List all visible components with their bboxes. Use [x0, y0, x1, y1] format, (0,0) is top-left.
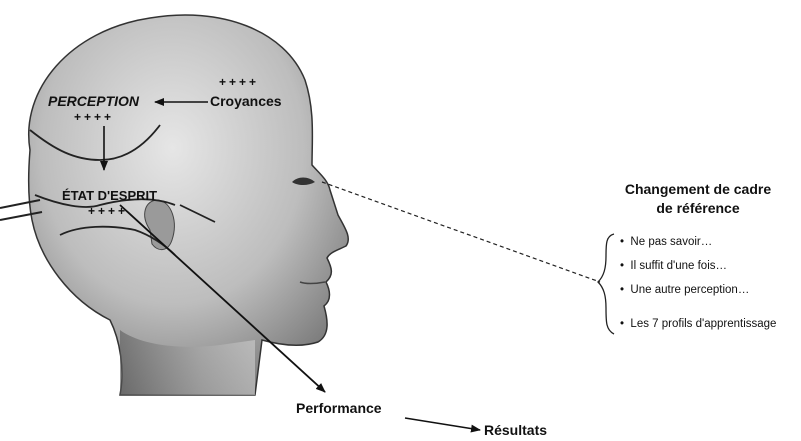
panel-title-line2: de référence — [600, 199, 796, 218]
performance-label: Performance — [296, 400, 382, 416]
panel-title-line1: Changement de cadre — [600, 180, 796, 199]
panel-brace — [598, 234, 614, 334]
head-shape — [29, 15, 349, 395]
panel-item-3-text: Une autre perception… — [630, 284, 749, 296]
dashed-connector-line — [322, 182, 600, 282]
perception-label: PERCEPTION — [48, 93, 139, 109]
panel-item-4-text: Les 7 profils d'apprentissage — [630, 318, 776, 330]
panel-item-1-text: Ne pas savoir… — [630, 236, 712, 248]
perception-marks: ++++ — [74, 110, 114, 124]
state-marks: ++++ — [88, 204, 128, 218]
panel-item-2: • Il suffit d'une fois… — [620, 260, 727, 272]
reference-frame-panel: Changement de cadre de référence — [600, 180, 796, 218]
results-label: Résultats — [484, 422, 547, 438]
croyances-label: Croyances — [210, 93, 282, 109]
croyances-marks: ++++ — [219, 75, 259, 89]
state-label: ÉTAT D'ESPRIT — [62, 188, 157, 203]
panel-item-2-text: Il suffit d'une fois… — [630, 260, 727, 272]
panel-item-4: • Les 7 profils d'apprentissage — [620, 318, 776, 330]
arrow-performance-to-results — [405, 418, 480, 430]
panel-item-3: • Une autre perception… — [620, 284, 749, 296]
panel-item-1: • Ne pas savoir… — [620, 236, 712, 248]
